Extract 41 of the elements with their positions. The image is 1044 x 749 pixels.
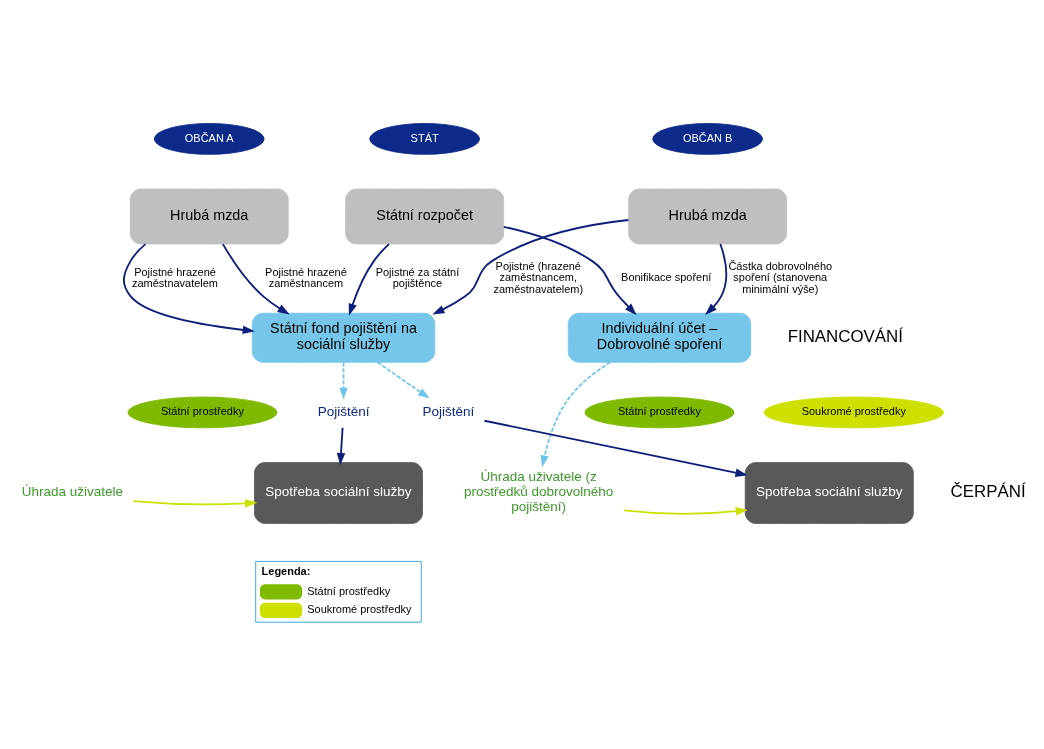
edge-label: Pojistné za státní pojištěnce [375, 265, 460, 290]
arrow [122, 243, 255, 335]
node-box: Státní rozpočet [345, 188, 505, 245]
edge-label: Bonifikace spoření [621, 271, 712, 284]
arrow [705, 243, 728, 316]
arrow [376, 361, 430, 399]
label: Legenda: [261, 565, 311, 578]
edge-label: Částka dobrovolného spoření (stanovena minimální výše) [728, 259, 833, 296]
edge-label: Pojistné (hrazené zaměstnancem, zaměstnavatelem) [493, 259, 584, 296]
arrow [540, 361, 612, 468]
node-ellipse: Soukromé prostředky [763, 396, 944, 429]
node-box: Hrubá mzda [129, 188, 289, 245]
node-ellipse: STÁT [369, 123, 480, 155]
node-ellipse: OBČAN B [652, 123, 763, 155]
label: ČERPÁNÍ [950, 482, 1026, 502]
node-text: Úhrada uživatele (z prostředků dobrovolného pojištění) [464, 469, 614, 515]
node-box: Spotřeba sociální služby [254, 462, 423, 524]
edge-label: Pojistné hrazené zaměstnavatelem [132, 265, 218, 290]
node-text: Úhrada uživatele [21, 484, 124, 500]
node-ellipse: Státní prostředky [127, 396, 278, 429]
legend-label: Státní prostředky [307, 584, 391, 597]
arrow [502, 225, 637, 316]
arrow [132, 499, 258, 508]
node-text: Pojištění [422, 403, 475, 419]
node-ellipse: OBČAN A [153, 123, 265, 155]
edge-label: Pojistné hrazené zaměstnancem [265, 265, 347, 290]
arrow [348, 243, 390, 316]
node-box: Spotřeba sociální služby [744, 462, 914, 524]
label: FINANCOVÁNÍ [787, 326, 903, 346]
arrow [483, 419, 748, 477]
node-ellipse: Státní prostředky [584, 396, 735, 429]
node-box: Státní fond pojištění na sociální služby [251, 312, 436, 363]
legend-label: Soukromé prostředky [307, 603, 412, 616]
arrow [339, 361, 348, 400]
arrow [336, 426, 346, 466]
arrow [222, 243, 290, 315]
arrow [623, 507, 748, 516]
node-box: Hrubá mzda [628, 188, 788, 245]
arrow [432, 219, 630, 315]
node-box: Individuální účet – Dobrovolné spoření [567, 312, 752, 363]
node-text: Pojištění [317, 403, 370, 419]
